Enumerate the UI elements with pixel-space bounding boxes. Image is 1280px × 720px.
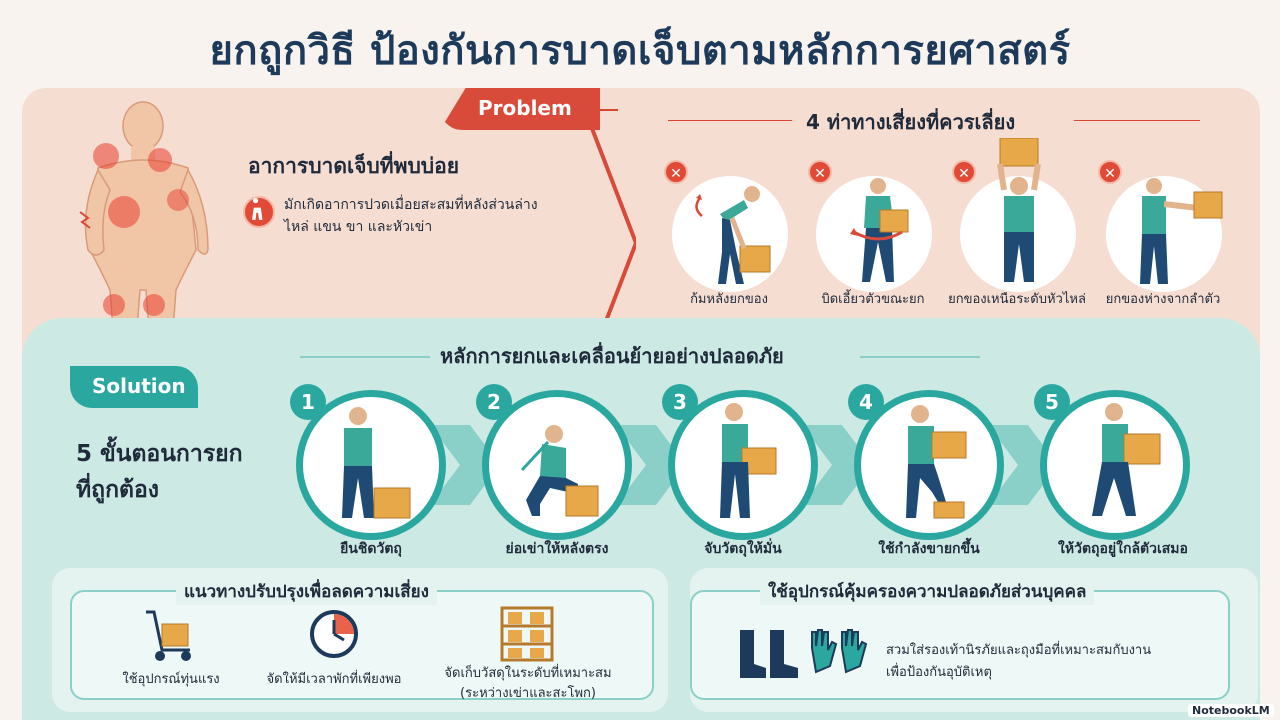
steps-title-line: ที่ถูกต้อง <box>76 477 159 503</box>
step-label: ให้วัตถุอยู่ใกล้ตัวเสมอ <box>1058 541 1188 557</box>
tool-label: ใช้อุปกรณ์ทุ่นแรง <box>122 672 220 687</box>
solution-title: หลักการยกและเคลื่อนย้ายอย่างปลอดภัย <box>440 344 784 368</box>
ppe-title: ใช้อุปกรณ์คุ้มครองความปลอดภัยส่วนบุคคล <box>760 578 1095 605</box>
problem-description: มักเกิดอาการปวดเมื่อยสะสมที่หลังส่วนล่าง… <box>284 194 594 238</box>
step-item: 5 <box>1034 384 1190 540</box>
step-label: ยืนชิดวัตถุ <box>340 541 402 557</box>
step-label: จับวัตถุให้มั่น <box>704 541 782 557</box>
risk-item: ✕ <box>1098 160 1228 310</box>
clock-icon <box>310 610 358 658</box>
ppe-text-line: เพื่อป้องกันอุบัติเหตุ <box>886 665 992 680</box>
step-number: 1 <box>290 384 326 420</box>
page-title: ยกถูกวิธี ป้องกันการบาดเจ็บตามหลักการยศา… <box>209 28 1071 74</box>
stand-close-icon <box>342 407 411 519</box>
prohibited-icon: ✕ <box>952 160 976 184</box>
step-arrow-icon <box>430 425 500 505</box>
back-pain-icon <box>243 196 275 228</box>
overhead-lift-icon <box>997 138 1041 282</box>
body-pain-illustration <box>79 101 209 369</box>
step-number: 4 <box>848 384 884 420</box>
problem-tab-label: Problem <box>478 96 572 120</box>
step-item: 3 <box>662 384 818 540</box>
step-item: 1 <box>290 384 446 540</box>
steps-title: 5 ขั้นตอนการยก ที่ถูกต้อง <box>76 436 243 508</box>
risk-label: ยกของห่างจากลำตัว <box>1105 292 1221 307</box>
improve-title: แนวทางปรับปรุงเพื่อลดความเสี่ยง <box>176 578 437 605</box>
leg-lift-icon <box>906 405 967 519</box>
step-number: 5 <box>1034 384 1070 420</box>
risk-item: ✕ <box>952 138 1082 310</box>
ppe-text-line: สวมใส่รองเท้านิรภัยและถุงมือที่เหมาะสมกั… <box>886 643 1152 658</box>
step-arrow-icon <box>802 425 872 505</box>
ppe-text: สวมใส่รองเท้านิรภัยและถุงมือที่เหมาะสมกั… <box>886 640 1151 684</box>
carry-close-icon <box>1092 403 1161 516</box>
step-item: 4 <box>848 384 1004 540</box>
risk-label: ยกของเหนือระดับหัวไหล่ <box>948 292 1086 307</box>
risk-label: ก้มหลังยกของ <box>690 292 768 307</box>
tool-label-line: (ระหว่างเข่าและสะโพก) <box>460 686 596 701</box>
problem-description-line: มักเกิดอาการปวดเมื่อยสะสมที่หลังส่วนล่าง <box>284 197 538 213</box>
step-label: ใช้กำลังขายกขึ้น <box>878 541 980 557</box>
tool-label: จัดให้มีเวลาพักที่เพียงพอ <box>266 672 402 687</box>
step-item: 2 <box>476 384 632 540</box>
risk-label: บิดเอี้ยวตัวขณะยก <box>821 292 925 307</box>
solution-tab-label: Solution <box>92 374 186 398</box>
gloves-icon <box>811 629 868 674</box>
step-label: ย่อเข่าให้หลังตรง <box>505 541 609 557</box>
prohibited-icon: ✕ <box>1098 160 1122 184</box>
grip-object-icon <box>720 403 777 518</box>
hand-truck-icon <box>146 610 191 661</box>
risk-item: ✕ <box>808 160 938 310</box>
shelf-icon <box>500 606 554 662</box>
prohibited-icon: ✕ <box>664 160 688 184</box>
step-number: 3 <box>662 384 698 420</box>
risks-title: 4 ท่าทางเสี่ยงที่ควรเลี่ยง <box>806 110 1016 134</box>
safety-boots-icon <box>740 630 798 678</box>
step-arrow-icon <box>616 425 686 505</box>
solution-tab: Solution <box>70 366 198 408</box>
step-arrow-icon <box>988 425 1058 505</box>
problem-subtitle: อาการบาดเจ็บที่พบบ่อย <box>248 154 460 178</box>
tool-label-line: จัดเก็บวัสดุในระดับที่เหมาะสม <box>444 666 612 681</box>
prohibited-icon: ✕ <box>808 160 832 184</box>
tool-label: จัดเก็บวัสดุในระดับที่เหมาะสม (ระหว่างเข… <box>428 664 628 704</box>
far-reach-lift-icon <box>1140 178 1223 284</box>
problem-tab: Problem <box>440 88 600 130</box>
squat-icon <box>520 425 599 517</box>
problem-description-line: ไหล่ แขน ขา และหัวเข่า <box>284 219 433 235</box>
twisting-lift-icon <box>850 178 909 282</box>
notebooklm-watermark: NotebookLM <box>1188 704 1274 717</box>
risk-item: ✕ <box>664 160 794 310</box>
step-number: 2 <box>476 384 512 420</box>
bending-lift-icon <box>695 186 771 284</box>
steps-title-line: 5 ขั้นตอนการยก <box>76 441 243 467</box>
